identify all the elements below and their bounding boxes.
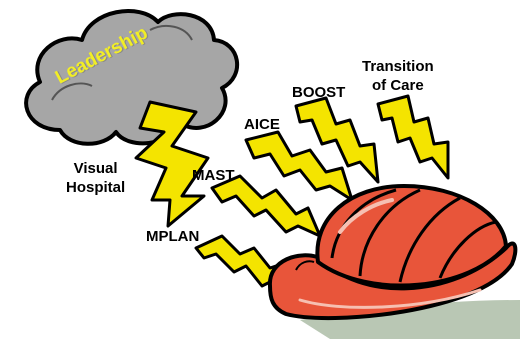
label-visual-hospital-text: Visual Hospital [66, 160, 125, 198]
bolt-transition-of-care [378, 96, 448, 178]
label-boost: BOOST [292, 84, 345, 103]
label-visual-hospital: Visual Hospital [66, 160, 125, 198]
label-transition-of-care: Transition of Care [362, 58, 434, 96]
label-mplan-text: MPLAN [146, 228, 199, 245]
hard-hat [270, 186, 515, 318]
label-aice: AICE [244, 116, 280, 135]
label-boost-text: BOOST [292, 84, 345, 101]
label-mast: MAST [192, 167, 235, 186]
label-transition-of-care-text: Transition of Care [362, 58, 434, 96]
label-mast-text: MAST [192, 167, 235, 184]
label-mplan: MPLAN [146, 228, 199, 247]
label-aice-text: AICE [244, 116, 280, 133]
